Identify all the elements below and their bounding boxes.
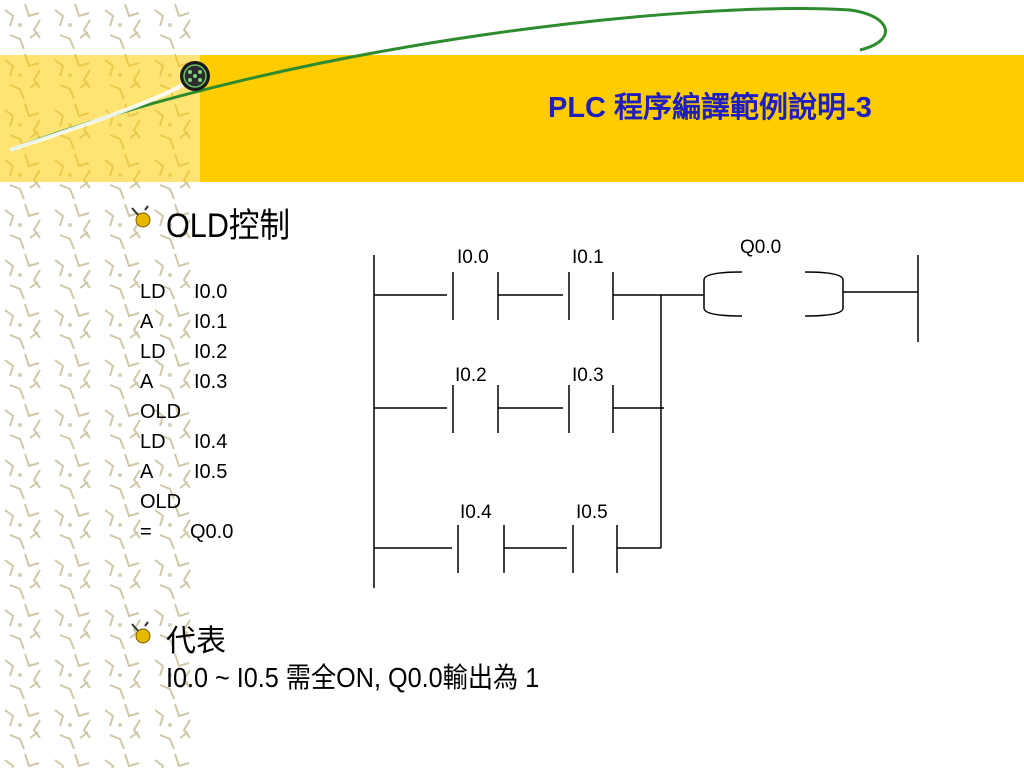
lightbulb-bullet-icon [131, 205, 151, 228]
coil-left [703, 271, 743, 317]
contact-label: I0.2 [455, 365, 487, 386]
lightbulb-bullet-icon [131, 621, 151, 644]
section-description: I0.0 ~ I0.5 需全ON, Q0.0輸出為 1 [166, 662, 540, 693]
contact-label: I0.4 [460, 502, 492, 523]
contact-label: I0.0 [457, 247, 489, 268]
contact-label: I0.3 [572, 365, 604, 386]
slide-title: PLC 程序編譯範例說明-3 [548, 92, 872, 124]
section-heading-old-control: OLD控制 [166, 207, 291, 245]
coil-right [804, 271, 844, 317]
header-band [0, 7, 1024, 182]
instruction-row: OLD [140, 401, 182, 423]
contact-label: I0.1 [572, 247, 604, 268]
instruction-row: OLD [140, 491, 182, 513]
header-yellow-band [200, 55, 1024, 182]
instruction-row: =Q0.0 [140, 521, 234, 543]
swoosh-line [9, 7, 887, 152]
section-heading-meaning: 代表 [166, 625, 226, 658]
coil-label: Q0.0 [740, 237, 781, 258]
contact-label: I0.5 [576, 502, 608, 523]
circuit-node-icon [180, 61, 210, 91]
